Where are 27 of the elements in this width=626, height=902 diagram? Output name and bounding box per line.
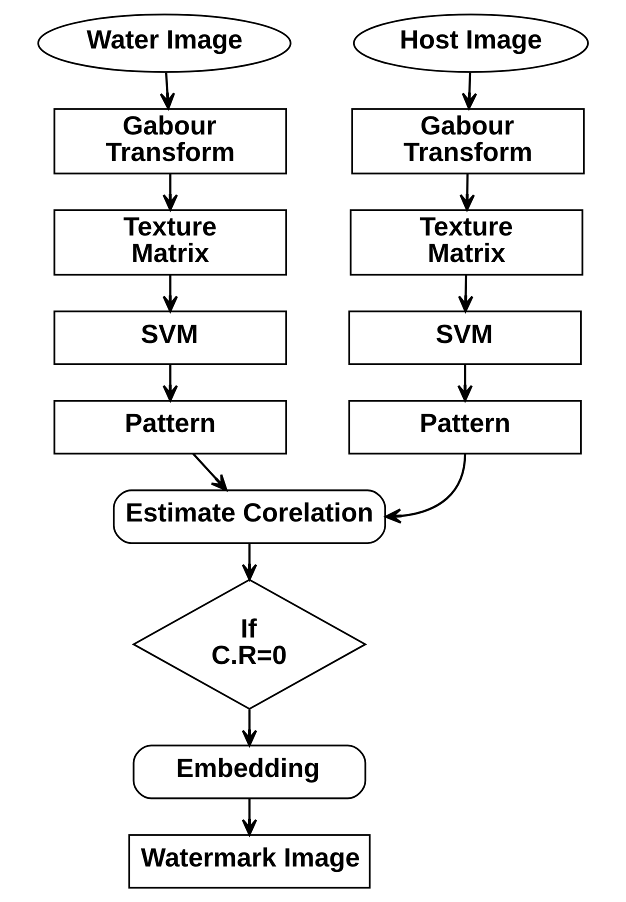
arrow [384,454,466,524]
node-box: Pattern [54,400,288,455]
node-box: SVM [54,310,288,366]
arrow [162,275,178,312]
node-box: Watermark Image [128,834,371,889]
arrow [192,453,228,492]
arrow [242,798,258,836]
arrow [460,174,475,211]
arrow [458,275,474,312]
node-box: Embedding [132,744,366,800]
node-ellipse: Water Image [37,14,292,73]
arrow [242,543,258,581]
arrow [242,710,258,746]
arrow [462,72,478,110]
node-box: Texture Matrix [350,209,584,276]
node-box: Estimate Corelation [112,489,386,544]
node-box: Pattern [348,400,582,455]
arrow [457,364,473,402]
node-diamond: If C.R=0 [132,578,368,710]
arrow [160,72,176,110]
arrow [162,174,178,211]
node-ellipse: Host Image [353,14,589,73]
node-box: Gabour Transform [54,108,288,174]
node-box: Texture Matrix [54,209,288,276]
node-box: Gabour Transform [351,108,585,174]
arrow [162,364,178,402]
node-box: SVM [348,310,582,366]
